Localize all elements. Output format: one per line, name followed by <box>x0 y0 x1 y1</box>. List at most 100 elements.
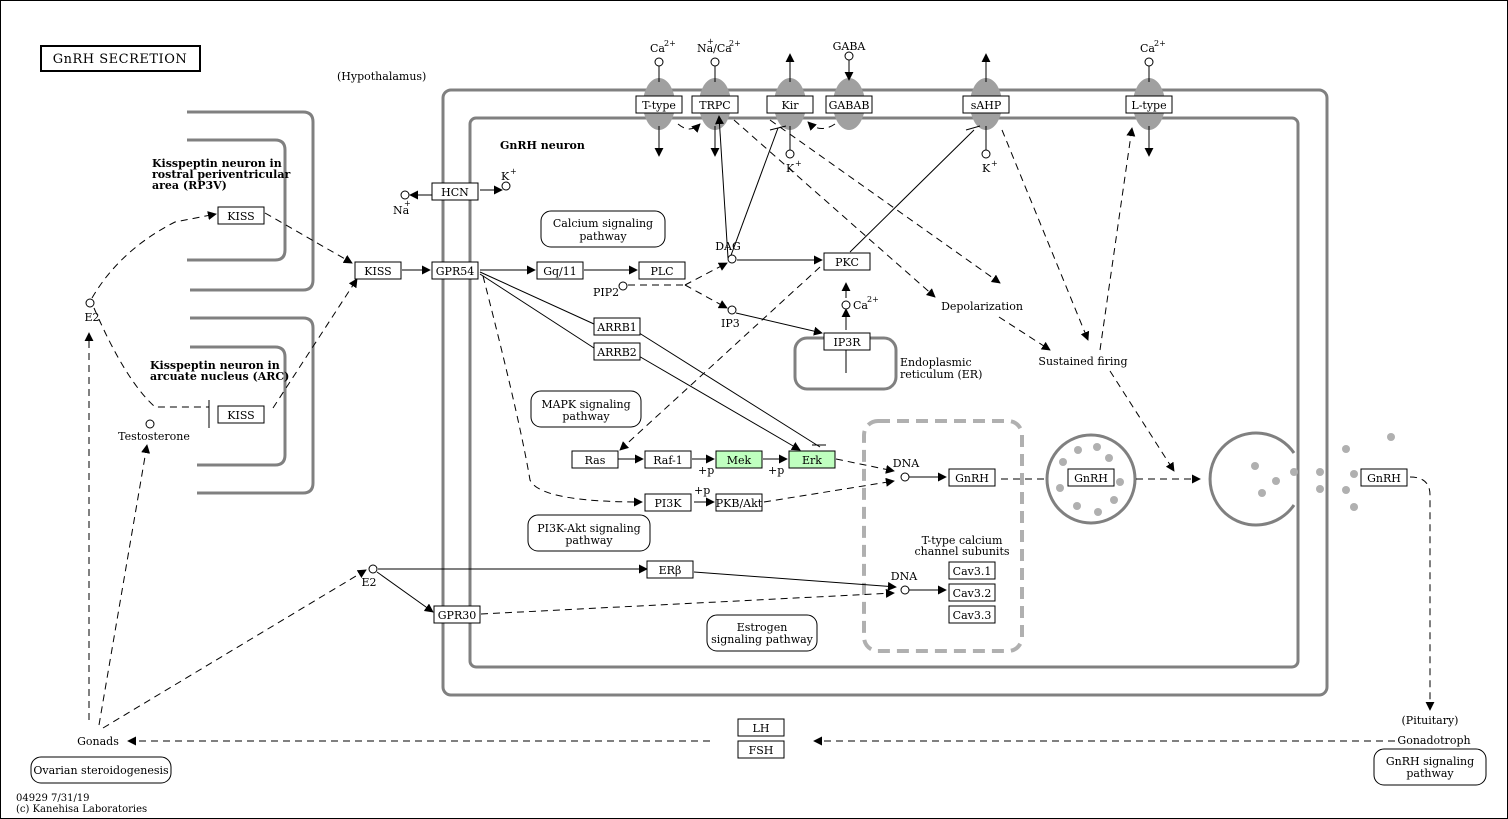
rp3v-outer <box>187 110 315 292</box>
gnrh-pathway-line1[interactable]: GnRH signaling <box>1386 755 1474 768</box>
gene-raf1: Raf-1 <box>644 450 692 469</box>
svg-text:KISS: KISS <box>227 409 254 422</box>
ca-ltype-sup: 2+ <box>1154 39 1166 48</box>
ttype-subunits-line2: channel subunits <box>914 545 1009 558</box>
pi3k-pathway-line2[interactable]: pathway <box>565 534 613 547</box>
gnrh-neuron-label: GnRH neuron <box>500 139 585 152</box>
gene-gpr30: GPR30 <box>433 605 481 624</box>
gaba-label: GABA <box>833 40 867 53</box>
gene-kiss-rp3v: KISS <box>217 206 265 225</box>
gnrh-neuron-inner-membrane <box>468 116 1300 669</box>
footer-id: 04929 7/31/19 <box>16 793 90 804</box>
svg-text:Erk: Erk <box>802 454 822 467</box>
gene-gpr54: GPR54 <box>431 261 479 280</box>
svg-text:Raf-1: Raf-1 <box>653 454 683 467</box>
calcium-pathway-line2[interactable]: pathway <box>579 230 627 243</box>
gene-boxes: KISS KISS KISS HCN GPR54 Gq/11 PLC PKC I… <box>217 95 1408 759</box>
svg-text:TRPC: TRPC <box>699 99 730 112</box>
gene-gnrh-vesicle: GnRH <box>1067 468 1115 487</box>
ca-ltype-label: Ca <box>1140 42 1155 55</box>
arc-label-1: Kisspeptin neuron in <box>150 359 280 372</box>
mapk-pathway-line2[interactable]: pathway <box>562 410 610 423</box>
gene-gnrh-nucleus: GnRH <box>948 468 996 487</box>
svg-text:PI3K: PI3K <box>655 497 683 510</box>
gene-pkb-akt: PKB/Akt <box>715 493 763 512</box>
gene-fsh: FSH <box>737 740 785 759</box>
svg-text:Cav3.2: Cav3.2 <box>953 587 992 600</box>
svg-text:ERβ: ERβ <box>659 564 682 577</box>
svg-text:IP3R: IP3R <box>833 336 861 349</box>
gene-cav33: Cav3.3 <box>948 605 996 624</box>
rp3v-inner <box>187 138 287 262</box>
estrogen-pathway-line2[interactable]: signaling pathway <box>711 633 814 646</box>
svg-text:Mek: Mek <box>727 454 752 467</box>
gonadotroph-label: Gonadotroph <box>1397 734 1470 747</box>
rp3v-label-1: Kisspeptin neuron in <box>152 157 282 170</box>
e2-left-label: E2 <box>84 311 99 324</box>
gene-ip3r: IP3R <box>823 332 871 351</box>
exocytosis-vesicle <box>1208 431 1296 527</box>
ca-ttype-sup: 2+ <box>664 39 676 48</box>
gene-ttype: T-type <box>635 95 683 114</box>
gene-hcn: HCN <box>431 182 479 201</box>
dag-label: DAG <box>715 240 741 253</box>
arc-outer <box>190 316 315 495</box>
na-hcn-sup: + <box>404 199 411 208</box>
gene-arrb1: ARRB1 <box>593 317 641 336</box>
e2-mid-label: E2 <box>361 576 376 589</box>
svg-text:L-type: L-type <box>1131 99 1166 112</box>
gene-kiss: KISS <box>354 261 402 280</box>
dashed-edges <box>84 119 1435 746</box>
title-box <box>40 45 201 72</box>
calcium-pathway-line1[interactable]: Calcium signaling <box>553 217 653 230</box>
svg-text:KISS: KISS <box>364 265 391 278</box>
estrogen-pathway-line1[interactable]: Estrogen <box>737 621 788 634</box>
pituitary-label: (Pituitary) <box>1402 714 1459 727</box>
svg-text:LH: LH <box>753 722 770 735</box>
depolarization-label: Depolarization <box>941 300 1023 313</box>
k-hcn-sup: + <box>510 167 517 176</box>
svg-text:PLC: PLC <box>650 265 673 278</box>
na-ca-sup: 2+ <box>729 39 741 48</box>
footer-copyright: (c) Kanehisa Laboratories <box>16 804 147 815</box>
svg-text:GABAB: GABAB <box>829 99 870 112</box>
compound-circles <box>85 51 1154 595</box>
svg-text:ARRB1: ARRB1 <box>596 321 637 334</box>
phospho-label-2: +p <box>768 464 784 477</box>
testosterone-label: Testosterone <box>118 430 190 443</box>
gnrh-vesicle <box>1045 433 1137 525</box>
svg-text:KISS: KISS <box>227 210 254 223</box>
gene-cav31: Cav3.1 <box>948 561 996 580</box>
pip2-label: PIP2 <box>593 286 619 299</box>
svg-text:FSH: FSH <box>749 744 774 757</box>
gene-pkc: PKC <box>823 252 871 271</box>
svg-text:PKB/Akt: PKB/Akt <box>716 497 763 510</box>
svg-text:GnRH: GnRH <box>955 472 989 485</box>
sustained-firing-label: Sustained firing <box>1038 355 1127 368</box>
gene-sahp: sAHP <box>962 95 1010 114</box>
pi3k-pathway-line1[interactable]: PI3K-Akt signaling <box>537 522 640 535</box>
gene-gq11: Gq/11 <box>536 261 584 280</box>
svg-text:PKC: PKC <box>835 256 859 269</box>
k-kir-sup: + <box>795 159 802 168</box>
gonads-label: Gonads <box>77 735 119 748</box>
svg-text:T-type: T-type <box>642 99 676 112</box>
ovarian-pathway[interactable]: Ovarian steroidogenesis <box>33 764 169 777</box>
rp3v-label-2: rostral periventricular <box>152 168 290 181</box>
gene-lh: LH <box>737 718 785 737</box>
phospho-label-1: +p <box>698 464 714 477</box>
mapk-pathway-line1[interactable]: MAPK signaling <box>541 398 630 411</box>
ca-er-label: Ca <box>853 299 868 312</box>
gene-arrb2: ARRB2 <box>593 342 641 361</box>
svg-text:GPR54: GPR54 <box>436 265 474 278</box>
phospho-label-3: +p <box>694 484 710 497</box>
svg-text:Cav3.1: Cav3.1 <box>953 565 992 578</box>
svg-text:GPR30: GPR30 <box>438 609 476 622</box>
gene-trpc: TRPC <box>691 95 739 114</box>
gene-kir: Kir <box>766 95 814 114</box>
gnrh-pathway-line2[interactable]: pathway <box>1406 767 1454 780</box>
arc-label-2: arcuate nucleus (ARC) <box>150 370 289 383</box>
k-hcn-label: K <box>501 170 510 183</box>
